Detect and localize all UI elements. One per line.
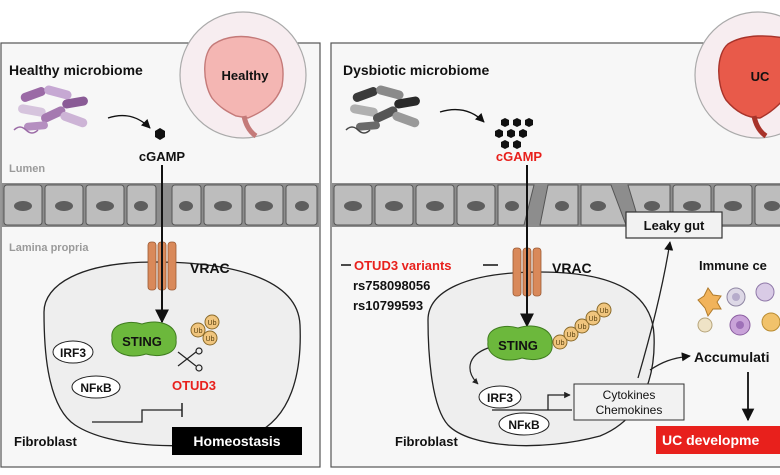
healthy-bacteria-icon (13, 85, 88, 134)
left-fibroblast-label: Fibroblast (14, 434, 78, 449)
dysbiotic-bacteria-icon (345, 85, 420, 134)
svg-text:Ub: Ub (600, 308, 609, 315)
right-panel: Dysbiotic microbiome UC (330, 11, 780, 468)
immune-cells-label: Immune ce (699, 258, 767, 273)
uc-intestine: UC (694, 11, 780, 139)
accumulation-label: Accumulati (694, 349, 769, 365)
svg-text:Ub: Ub (206, 336, 215, 343)
variant-1-label: rs758098056 (353, 278, 430, 293)
homeostasis-label: Homeostasis (193, 433, 280, 449)
left-epithelium (2, 183, 319, 227)
cytokines-box (573, 383, 685, 421)
right-sting-label: STING (498, 338, 538, 353)
cgamp-cluster-icon (495, 118, 533, 149)
right-sting-icon (487, 325, 553, 361)
left-fibroblast-cell (43, 261, 301, 447)
leaky-gut-label: Leaky gut (644, 218, 705, 233)
svg-text:Ub: Ub (567, 332, 576, 339)
left-sting-icon (111, 321, 177, 357)
otud3-label: OTUD3 (172, 378, 216, 393)
svg-text:Ub: Ub (578, 324, 587, 331)
immune-cells-icon (697, 282, 780, 336)
right-vrac-label: VRAC (552, 260, 592, 276)
lumen-label: Lumen (9, 163, 45, 175)
cytokines-label: Cytokines (603, 388, 656, 402)
to-accumulation-arrow (649, 352, 691, 371)
to-leaky-gut-arrow (637, 241, 674, 379)
left-panel: Healthy microbiome Healthy cGAMP Lumen (0, 11, 321, 468)
left-sting-label: STING (122, 334, 162, 349)
right-release-arrow (439, 108, 485, 123)
gene-promoter-line (92, 409, 182, 423)
left-ubiquitin-icon: Ub Ub Ub (190, 314, 220, 346)
uc-development-label: UC developme (662, 432, 759, 448)
right-vrac-channel-icon (512, 247, 542, 297)
homeostasis-box (172, 427, 302, 455)
right-nfkb-oval (498, 412, 550, 436)
healthy-intestine: Healthy (179, 11, 307, 139)
gene-activation-arrow (547, 391, 571, 410)
lamina-propria-label: Lamina propria (9, 242, 89, 254)
left-irf3-oval (52, 340, 94, 364)
inflamed-colon-icon (718, 35, 780, 119)
svg-text:Ub: Ub (194, 328, 203, 335)
rectum-icon (241, 115, 258, 139)
right-cgamp-label: cGAMP (496, 149, 543, 164)
svg-text:Ub: Ub (589, 316, 598, 323)
right-fibroblast-label: Fibroblast (395, 434, 459, 449)
scissors-icon (177, 347, 203, 372)
left-panel-title: Healthy microbiome (9, 62, 143, 78)
left-cgamp-label: cGAMP (139, 149, 186, 164)
variant-2-label: rs10799593 (353, 298, 423, 313)
otud3-variants-label: OTUD3 variants (354, 258, 452, 273)
right-ubiquitin-chain-icon: Ub Ub Ub Ub Ub (552, 302, 612, 350)
colon-icon (204, 35, 284, 119)
inflamed-rectum-icon (751, 115, 768, 139)
left-nfkb-oval (71, 375, 121, 399)
right-irf3-label: IRF3 (487, 391, 513, 405)
uc-development-box (656, 426, 780, 454)
right-nfkb-label: NFκB (508, 418, 540, 432)
healthy-label: Healthy (222, 68, 270, 83)
right-panel-title: Dysbiotic microbiome (343, 62, 489, 78)
cgamp-hexagon-icon (155, 128, 165, 140)
left-nfkb-label: NFκB (80, 381, 112, 395)
left-irf3-label: IRF3 (60, 346, 86, 360)
uc-label: UC (751, 69, 770, 84)
leaky-gut-box (625, 211, 723, 239)
left-vrac-label: VRAC (190, 260, 230, 276)
release-arrow (107, 114, 151, 129)
chemokines-label: Chemokines (596, 403, 663, 417)
right-epithelium (332, 183, 780, 227)
sting-to-irf3-arrow (469, 347, 489, 385)
right-irf3-oval (478, 385, 522, 409)
svg-text:Ub: Ub (556, 340, 565, 347)
svg-text:Ub: Ub (208, 320, 217, 327)
